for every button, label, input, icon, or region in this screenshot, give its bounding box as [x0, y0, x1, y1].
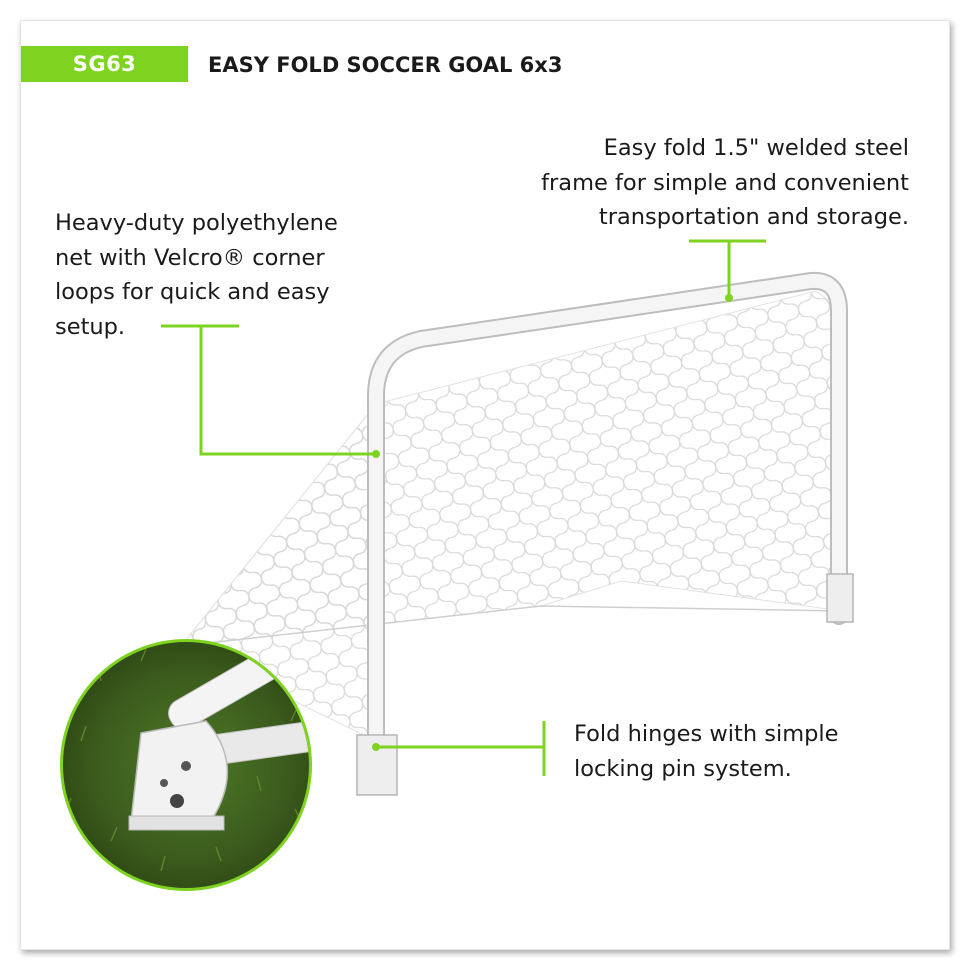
net-callout-text: Heavy-duty polyethylene net with Velcro®…: [55, 210, 338, 340]
net-callout-line: [199, 326, 376, 456]
product-card: SG63 EASY FOLD SOCCER GOAL 6x3 Heavy-dut…: [20, 20, 950, 950]
model-badge: SG63: [21, 46, 188, 82]
goal-net: [179, 290, 844, 742]
product-title: EASY FOLD SOCCER GOAL 6x3: [208, 53, 563, 77]
net-callout-dot: [372, 450, 380, 458]
hinge-callout-text: Fold hinges with simple locking pin syst…: [574, 721, 839, 782]
goal-frame: [356, 271, 854, 796]
frame-callout-text: Easy fold 1.5" welded steel frame for si…: [541, 135, 909, 230]
callout-lines: [161, 239, 766, 776]
hinge-closeup: [60, 639, 312, 891]
product-illustration: [60, 239, 854, 891]
frame-callout-dot: [725, 294, 733, 302]
hinge-callout-dot: [372, 743, 380, 751]
